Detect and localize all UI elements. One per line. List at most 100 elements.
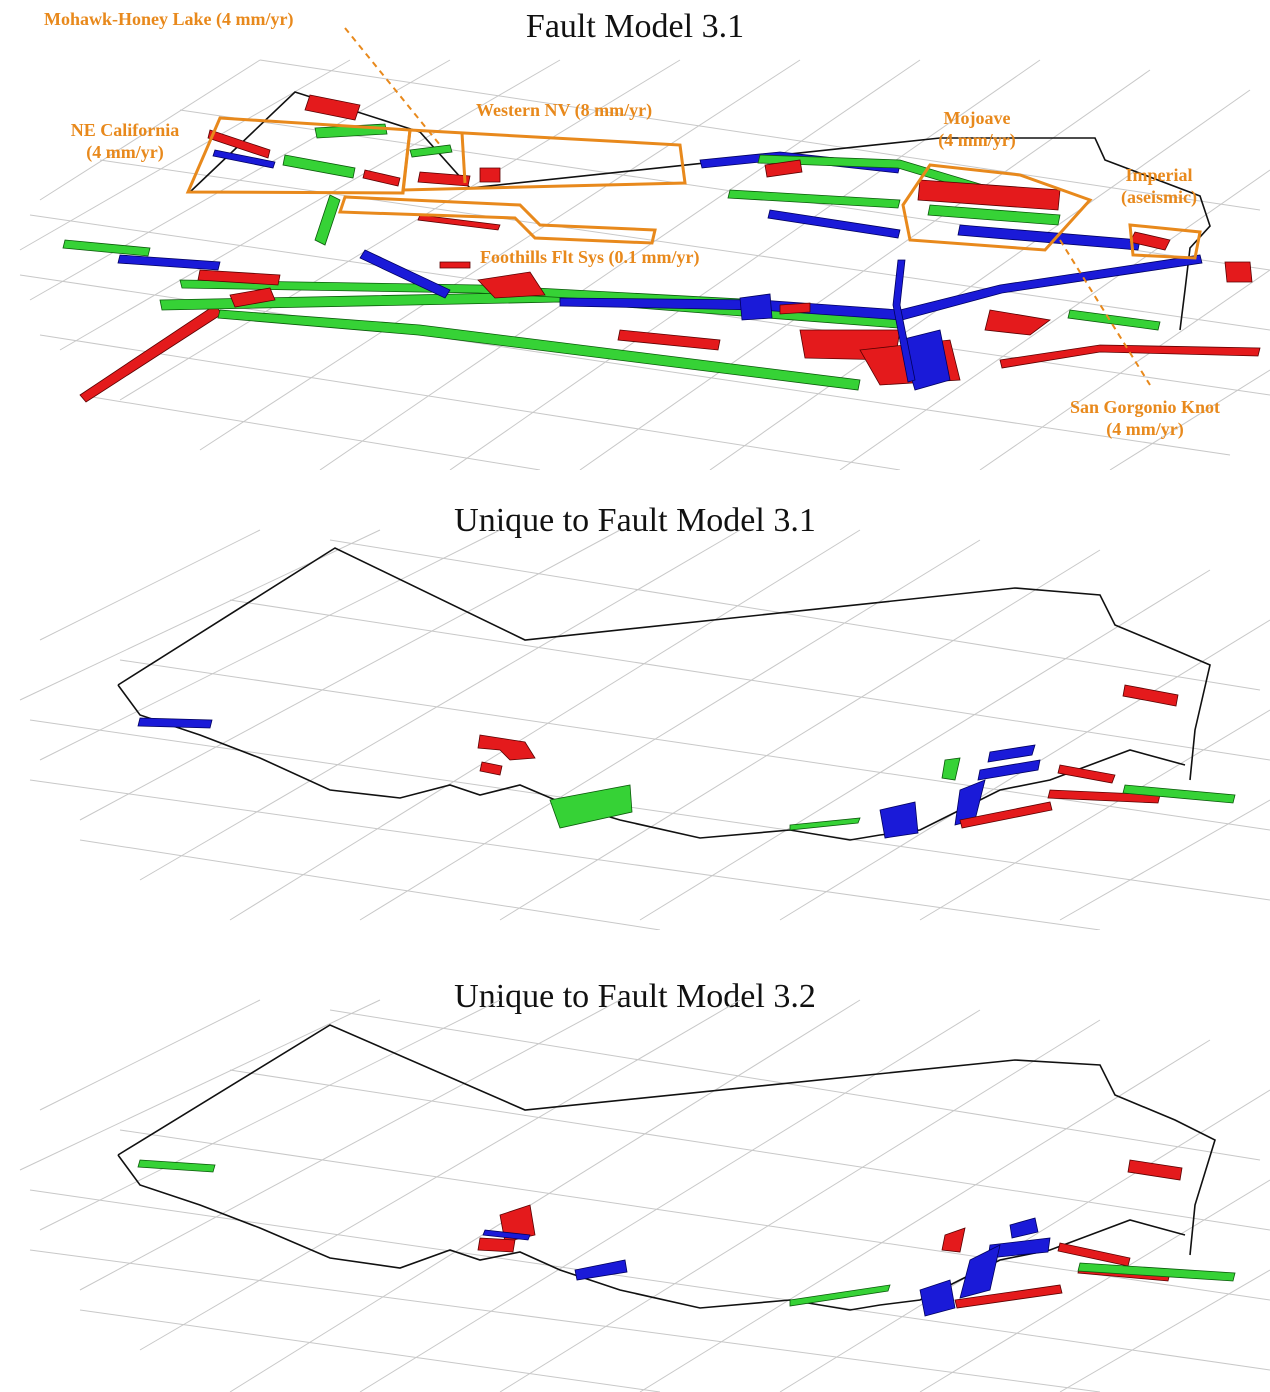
- fault-segment: [919, 1279, 956, 1317]
- fault-segment: [917, 179, 1061, 211]
- ne-california-label-line1: NE California: [70, 120, 180, 140]
- panel-unique-3-1: Unique to Fault Model 3.1: [0, 490, 1270, 930]
- faults-unique-3-1: [137, 684, 1236, 839]
- fault-segment: [617, 329, 721, 351]
- coastline: [117, 684, 1186, 841]
- fault-segment: [559, 254, 1203, 321]
- fault-segment: [1057, 764, 1116, 784]
- fault-segment: [764, 159, 803, 178]
- sg-knot-label: San Gorgonio Knot (4 mm/yr): [1050, 396, 1240, 440]
- fault-segment: [137, 717, 213, 729]
- mohawk-zone-outline: [460, 132, 467, 184]
- mojave-label: Mojoave (4 mm/yr): [922, 107, 1032, 151]
- fault-segment: [197, 269, 281, 286]
- fault-segment: [482, 1229, 531, 1241]
- state-boundary: [117, 547, 1211, 781]
- fault-segment: [1057, 1242, 1131, 1267]
- fault-segment: [1077, 1262, 1236, 1282]
- imperial-label-line1: Imperial: [1125, 165, 1193, 185]
- fault-segment: [959, 801, 1053, 829]
- fault-segment: [62, 239, 151, 257]
- ne-california-label: NE California (4 mm/yr): [55, 119, 195, 163]
- fault-segment: [479, 167, 501, 183]
- map-grid: [19, 529, 1270, 930]
- fault-segment: [727, 189, 901, 209]
- fault-map-3-1: [19, 27, 1270, 470]
- mojave-label-line2: (4 mm/yr): [938, 130, 1016, 150]
- map-grid: [19, 999, 1270, 1392]
- panel-unique-3-2: Unique to Fault Model 3.2: [0, 960, 1270, 1392]
- fault-segment: [304, 94, 361, 121]
- fault-segment: [999, 344, 1261, 369]
- imperial-label: Imperial (aseismic): [1104, 164, 1214, 208]
- fault-segment: [1067, 309, 1161, 331]
- state-boundary: [117, 1024, 1216, 1256]
- ne-california-label-line2: (4 mm/yr): [86, 142, 164, 162]
- fault-map-unique-3-1: [19, 529, 1270, 930]
- faults-3-1: [62, 94, 1261, 403]
- fault-segment: [927, 204, 1061, 226]
- fault-segment: [1122, 784, 1236, 804]
- faults-unique-3-2: [137, 1159, 1236, 1317]
- panel-title: Unique to Fault Model 3.1: [454, 502, 816, 539]
- western-nv-label: Western NV (8 mm/yr): [476, 100, 653, 120]
- fault-segment: [217, 309, 861, 391]
- fault-segment: [117, 254, 221, 271]
- fault-segment: [477, 271, 546, 299]
- fault-segment: [282, 154, 356, 179]
- fault-segment: [479, 761, 503, 776]
- fault-segment: [957, 224, 1141, 251]
- fault-segment: [439, 261, 471, 269]
- fault-segment: [574, 1259, 628, 1281]
- fault-segment: [941, 1227, 966, 1253]
- fault-segment: [954, 1284, 1063, 1309]
- fault-segment: [1122, 684, 1179, 707]
- fault-segment: [79, 304, 223, 403]
- fault-segment: [229, 287, 276, 308]
- fault-segment: [1224, 261, 1253, 283]
- fault-segment: [739, 293, 773, 321]
- fault-segment: [409, 144, 453, 158]
- panel-fault-model-3-1: Fault Model 3.1: [0, 0, 1270, 470]
- fault-segment: [779, 302, 811, 315]
- coastline: [117, 1154, 1186, 1311]
- fault-segment: [789, 817, 861, 831]
- fault-segment: [359, 249, 451, 299]
- fault-segment: [879, 801, 919, 839]
- foothills-zone-outline: [337, 195, 657, 245]
- fault-segment: [767, 209, 901, 239]
- fault-segment: [417, 171, 471, 187]
- mohawk-label: Mohawk-Honey Lake (4 mm/yr): [44, 9, 294, 29]
- imperial-label-line2: (aseismic): [1121, 187, 1197, 207]
- fault-segment: [959, 1244, 1001, 1299]
- mojave-zone-outline: [901, 163, 1093, 252]
- fault-segment: [941, 757, 961, 781]
- imperial-zone-outline: [1128, 223, 1202, 260]
- fault-segment: [1127, 1159, 1183, 1181]
- sg-knot-label-line1: San Gorgonio Knot: [1069, 397, 1221, 417]
- fault-segment: [417, 214, 501, 231]
- western-nv-zone-outline: [401, 128, 687, 192]
- foothills-label: Foothills Flt Sys (0.1 mm/yr): [480, 247, 700, 267]
- fault-segment: [699, 151, 901, 174]
- ne-california-zone-outline: [185, 116, 412, 195]
- fault-segment: [549, 784, 633, 829]
- fault-segment: [984, 309, 1051, 336]
- fault-segment: [362, 169, 401, 187]
- sg-knot-label-line2: (4 mm/yr): [1106, 419, 1184, 439]
- mohawk-leader-line: [344, 27, 441, 146]
- fault-segment: [212, 149, 276, 169]
- fault-segment: [892, 259, 916, 383]
- fault-segment: [477, 1237, 516, 1253]
- fault-segment: [477, 734, 536, 761]
- panel-title: Fault Model 3.1: [525, 8, 745, 45]
- fault-segment: [1009, 1217, 1039, 1239]
- fault-map-unique-3-2: [19, 999, 1270, 1392]
- map-grid: [19, 59, 1270, 470]
- fault-segment: [314, 194, 341, 246]
- mojave-label-line1: Mojoave: [943, 108, 1011, 128]
- fault-segment: [207, 129, 271, 159]
- state-boundary: [189, 91, 1211, 331]
- fault-segment: [987, 744, 1036, 763]
- fault-segment: [977, 759, 1041, 781]
